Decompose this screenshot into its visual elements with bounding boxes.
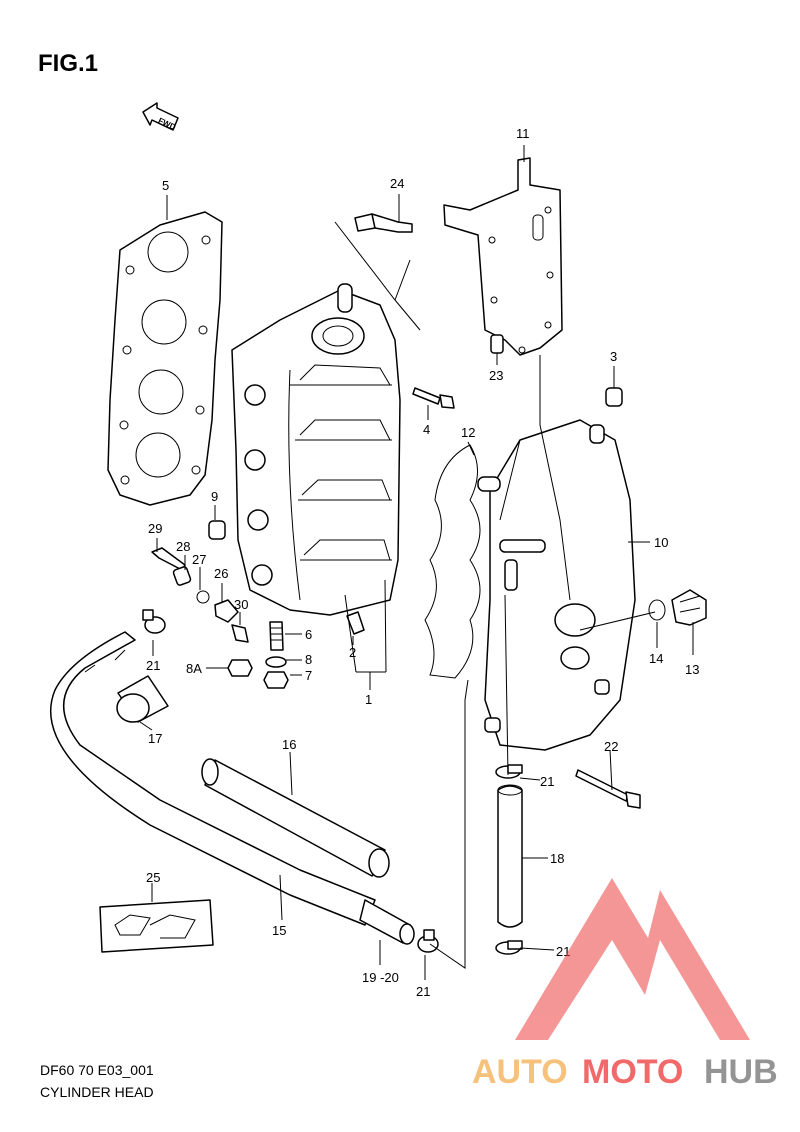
callout-12: 12	[461, 425, 475, 440]
callout-7: 7	[305, 668, 312, 683]
callout-17: 17	[148, 731, 162, 746]
cover-gasket-part	[424, 444, 481, 679]
callout-8a: 8A	[186, 661, 202, 676]
hose-clamp-upper	[495, 764, 523, 779]
callout-25: 25	[146, 870, 160, 885]
oil-filler-cap-part	[671, 589, 707, 626]
callout-21-left: 21	[146, 658, 160, 673]
callout-28: 28	[176, 539, 190, 554]
callout-22: 22	[604, 739, 618, 754]
fitting-part-26	[214, 599, 239, 623]
cylinder-head-cover-part	[477, 419, 636, 751]
callout-1: 1	[365, 692, 372, 707]
callout-8: 8	[305, 652, 312, 667]
callout-26: 26	[214, 566, 228, 581]
callout-15: 15	[272, 923, 286, 938]
washer-part-27	[196, 590, 210, 604]
leader-lines	[139, 145, 694, 980]
straight-tube-part	[201, 758, 390, 878]
short-hose-part	[497, 784, 523, 928]
nut-part-23	[490, 334, 504, 354]
sleeve-part-28	[172, 566, 192, 586]
short-tube-part	[116, 675, 169, 723]
bolt-part-22	[575, 769, 641, 809]
hose-clamp-bottom	[417, 929, 439, 953]
caption-code: DF60 70 E03_001	[40, 1062, 154, 1078]
dowel-pin-part-9	[208, 520, 226, 540]
callout-10: 10	[654, 535, 668, 550]
callout-13: 13	[685, 662, 699, 677]
bracket-part	[443, 157, 563, 356]
hose-clamp-lower	[495, 940, 523, 955]
stud-part-6	[269, 621, 284, 651]
callout-labels: 5 11 24 23 3 4 12 10 14 13 9 29 28 27 26…	[146, 126, 699, 999]
watermark-hub: HUB	[704, 1053, 778, 1091]
forward-arrow-icon: FWD	[142, 102, 179, 132]
callout-6: 6	[305, 627, 312, 642]
callout-23: 23	[489, 368, 503, 383]
watermark-auto: AUTO	[472, 1053, 568, 1091]
long-bent-hose-part	[50, 631, 376, 926]
callout-19-20: 19 -20	[362, 970, 399, 985]
washer-part-8	[265, 656, 287, 668]
bolt-part-4	[412, 387, 455, 409]
callout-29: 29	[148, 521, 162, 536]
callout-11: 11	[516, 126, 530, 141]
hose-clamp-left-upper	[142, 609, 166, 634]
plug-part-3	[605, 387, 623, 407]
callout-9: 9	[211, 489, 218, 504]
callout-27: 27	[192, 552, 206, 567]
callout-14: 14	[649, 651, 663, 666]
o-ring-part-14	[648, 599, 666, 621]
head-gasket-part	[107, 211, 223, 506]
callout-2: 2	[349, 645, 356, 660]
callout-3: 3	[610, 349, 617, 364]
callout-4: 4	[423, 422, 430, 437]
hose-end-part	[359, 899, 415, 945]
callout-18: 18	[550, 851, 564, 866]
callout-21-bottom: 21	[416, 984, 430, 999]
callout-16: 16	[282, 737, 296, 752]
callout-21-upper: 21	[540, 774, 554, 789]
figure-title: FIG.1	[38, 50, 99, 77]
stud-part-2	[346, 611, 365, 635]
cylinder-head-part	[231, 283, 401, 616]
watermark-moto: MOTO	[582, 1053, 683, 1091]
spark-plug-part	[334, 213, 421, 331]
label-plate-part	[99, 899, 214, 953]
callout-24: 24	[390, 176, 404, 191]
automotohub-watermark: AUTO MOTO HUB	[472, 878, 778, 1091]
bolt-part-30	[231, 624, 249, 643]
callout-30: 30	[234, 597, 248, 612]
nut-part-8a	[227, 659, 253, 677]
callout-5: 5	[162, 178, 169, 193]
nut-part-7	[263, 671, 289, 689]
caption-name: CYLINDER HEAD	[40, 1084, 154, 1100]
watermark-logo-icon	[515, 878, 750, 1040]
